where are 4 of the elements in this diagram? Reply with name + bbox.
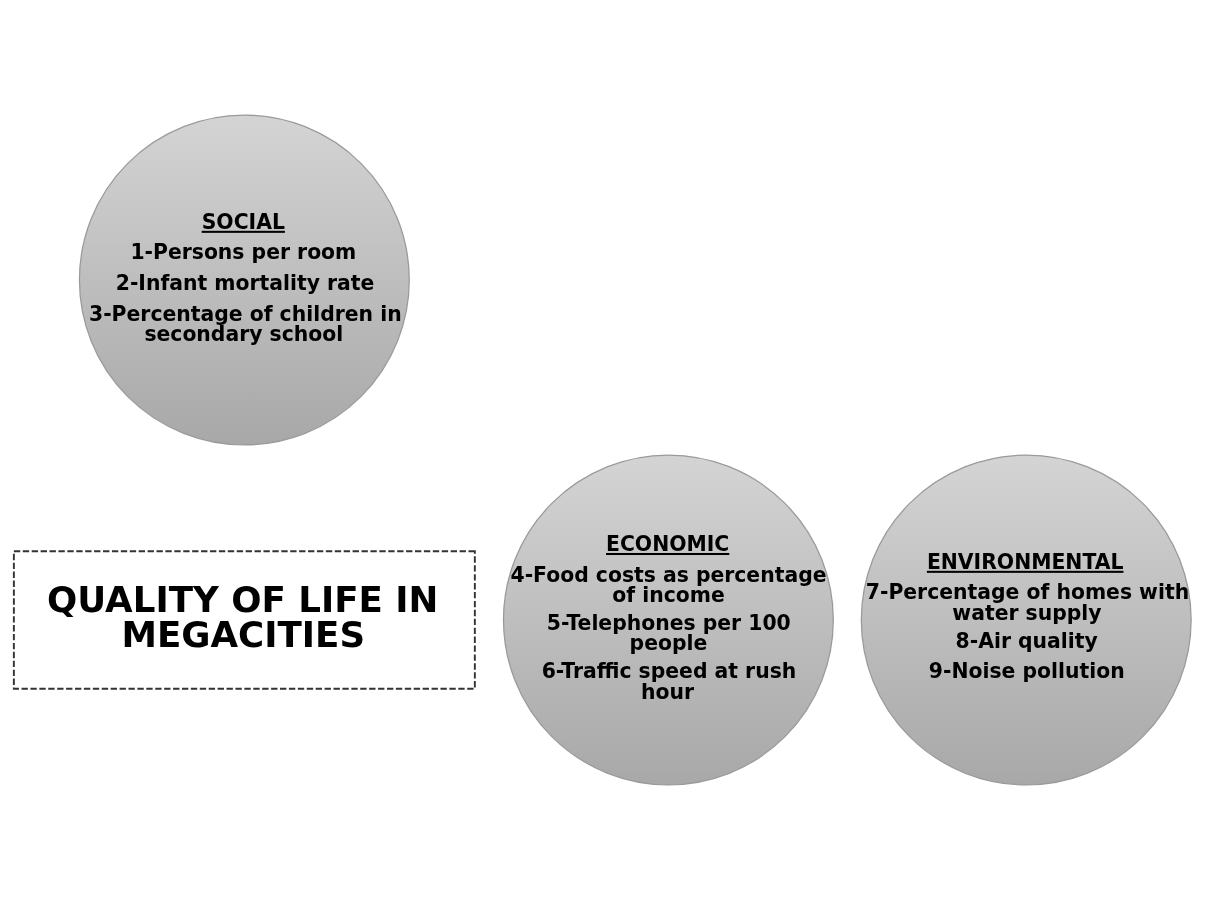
node-circle: SOCIAL 1-Persons per room 2-Infant mortality rate 3-Percentage of children in secondary school [78,114,410,446]
node-circle: ENVIRONMENTAL 7-Percentage of homes with water supply 8-Air quality 9-Noise pollution [860,454,1192,786]
node-box: QUALITY OF LIFE IN MEGACITIES [12,550,476,690]
node-circle: ECONOMIC 4-Food costs as percentage of income 5-Telephones per 100 people 6-Traffic speed at rush hour [502,454,834,786]
